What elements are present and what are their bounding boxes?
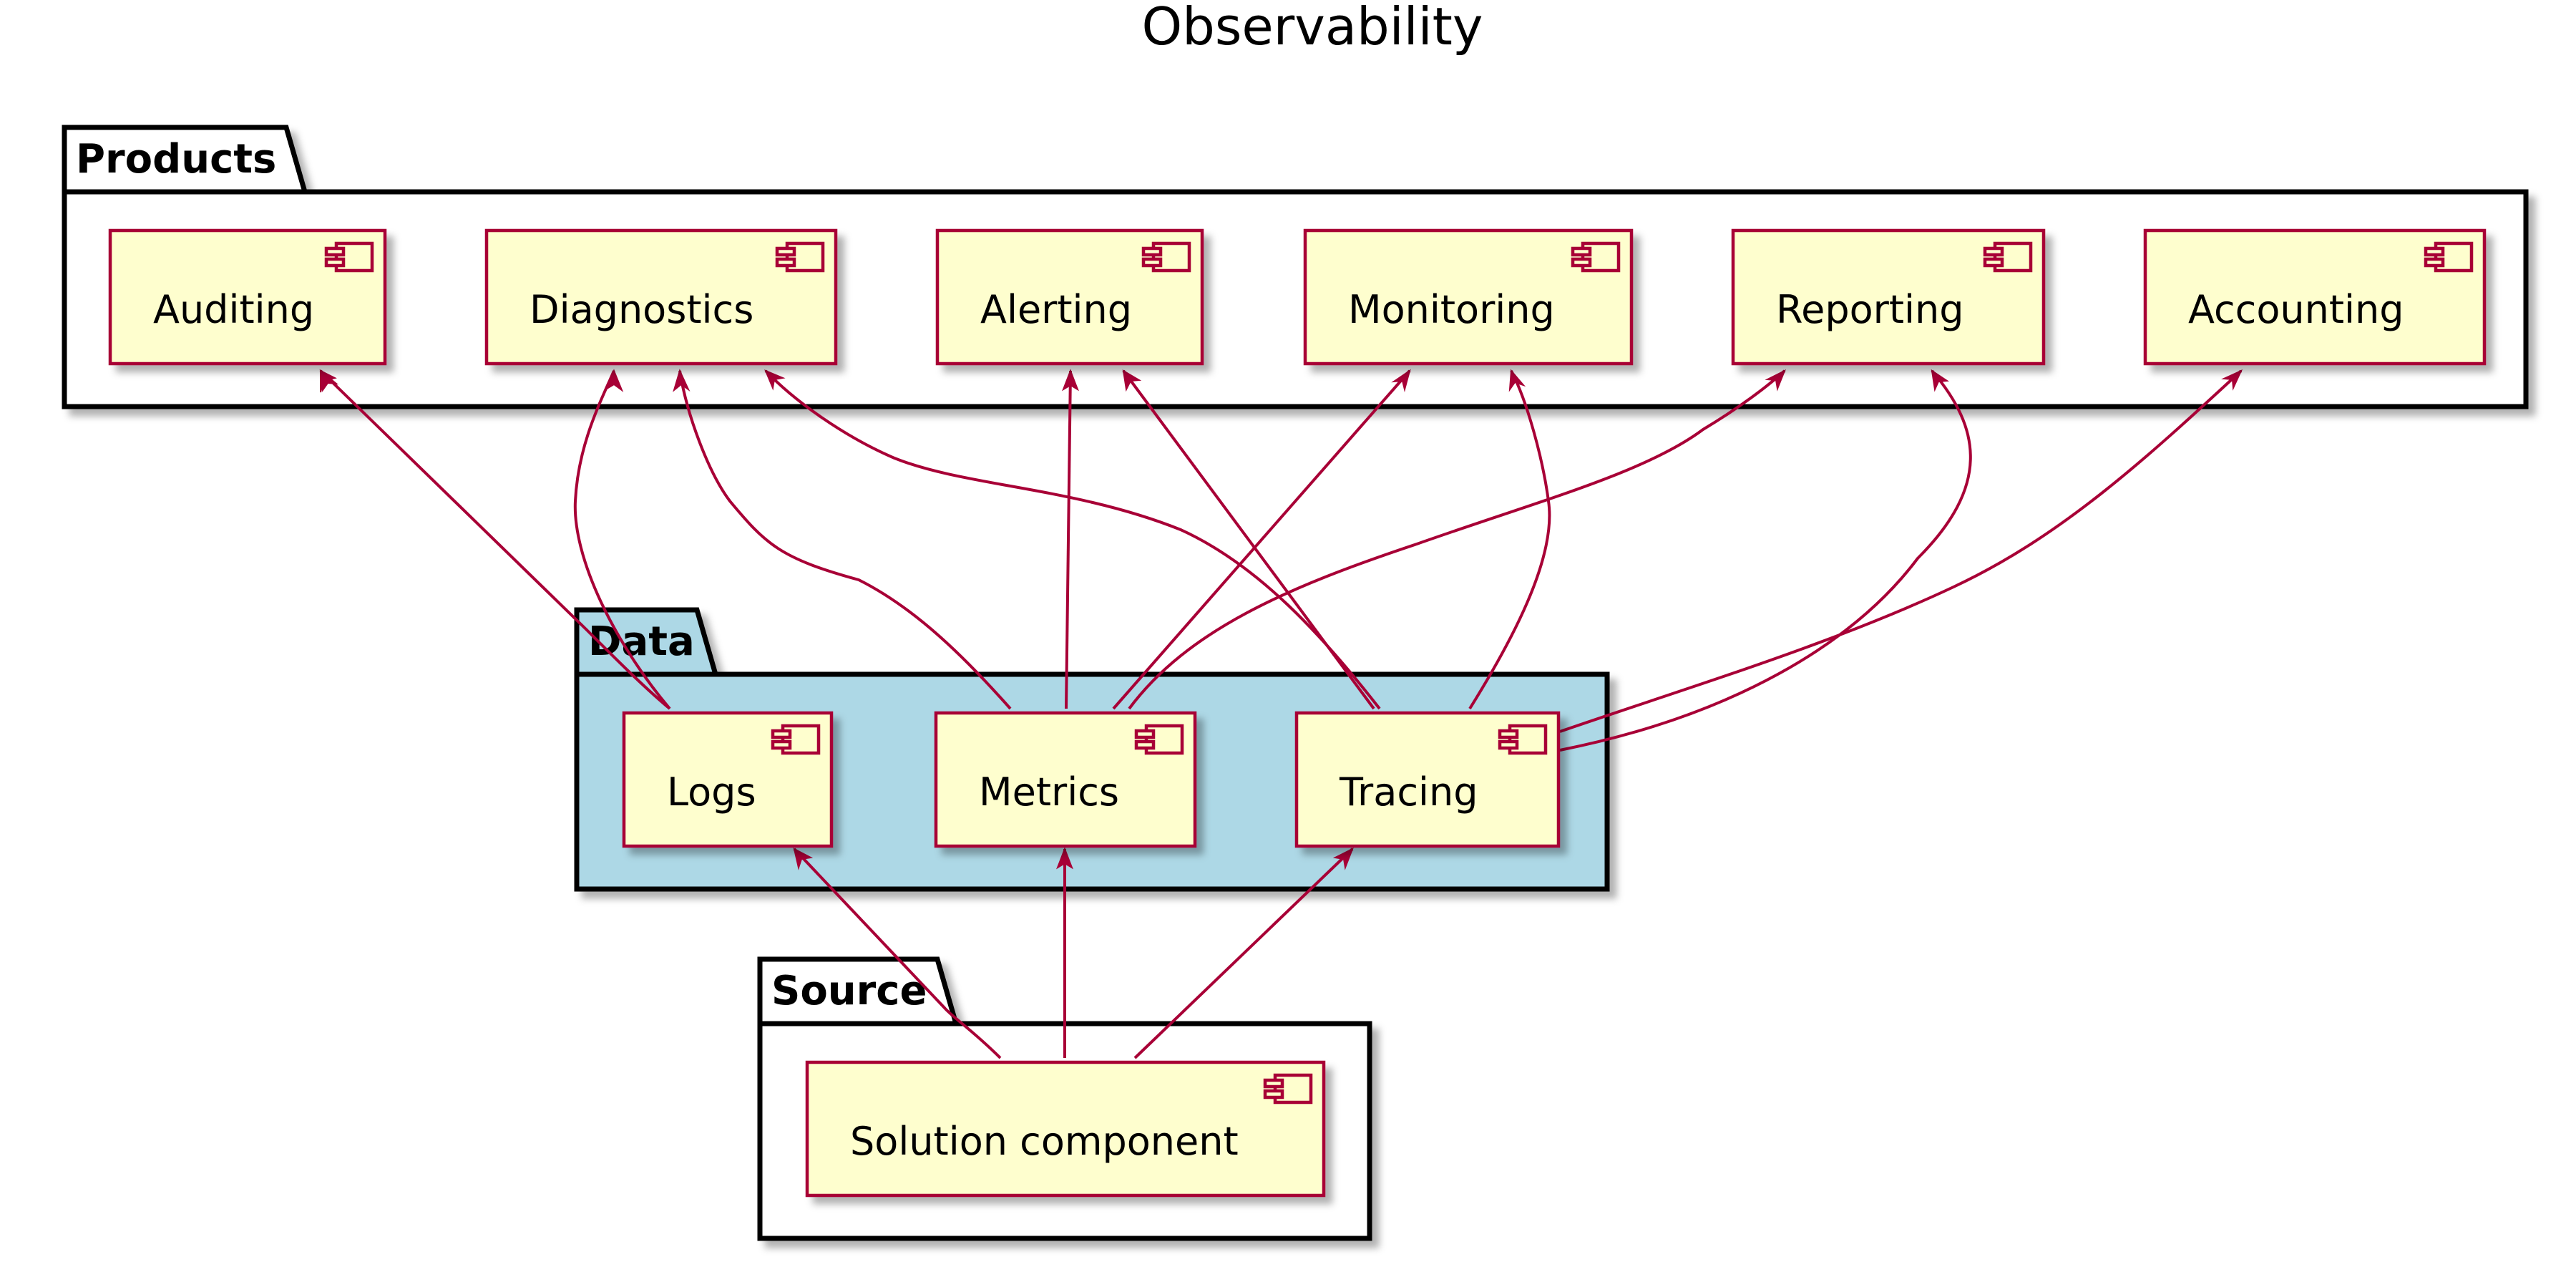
component-reporting: Reporting <box>1731 228 2046 366</box>
arrowhead <box>319 369 339 392</box>
relation-metrics-alerting <box>1065 370 1072 709</box>
diagram-title: Observability <box>1141 0 1483 57</box>
relation-tracing-reporting <box>1559 369 1972 752</box>
package-label-products: Products <box>76 136 276 183</box>
component-solution-component: Solution component <box>805 1060 1326 1198</box>
component-icon <box>1983 241 2033 273</box>
arrowhead <box>1122 369 1142 392</box>
component-icon <box>324 241 374 273</box>
relation-solution-logs <box>793 848 1002 1059</box>
package-frame <box>62 189 2529 409</box>
arrowhead <box>1765 369 1786 392</box>
arrowhead <box>1332 847 1354 870</box>
arrowhead <box>1391 369 1411 392</box>
arrowhead <box>1931 369 1949 392</box>
component-label: Logs <box>667 770 756 815</box>
component-auditing: Auditing <box>108 228 387 366</box>
arrowhead <box>1508 369 1526 392</box>
component-label: Metrics <box>979 770 1119 815</box>
component-accounting: Accounting <box>2143 228 2487 366</box>
component-label: Auditing <box>153 287 314 332</box>
relation-solution-tracing <box>1133 848 1354 1059</box>
relation-metrics-reporting <box>1128 369 1786 710</box>
component-icon <box>1498 724 1548 755</box>
component-metrics: Metrics <box>934 711 1197 848</box>
component-icon <box>1134 724 1184 755</box>
component-label: Monitoring <box>1348 287 1555 332</box>
component-icon <box>771 724 821 755</box>
arrowhead <box>605 369 624 392</box>
arrowhead <box>1056 847 1073 870</box>
component-label: Diagnostics <box>530 287 753 332</box>
component-tracing: Tracing <box>1294 711 1561 848</box>
package-products: Products <box>62 125 2529 409</box>
component-diagnostics: Diagnostics <box>484 228 838 366</box>
relation-logs-diagnostics <box>573 370 671 710</box>
arrowhead <box>673 369 691 392</box>
relation-metrics-monitoring <box>1112 369 1411 710</box>
component-monitoring: Monitoring <box>1303 228 1634 366</box>
relation-metrics-diagnostics <box>678 370 1012 710</box>
component-icon <box>1571 241 1621 273</box>
component-box <box>805 1060 1326 1198</box>
component-alerting: Alerting <box>935 228 1204 366</box>
package-label-source: Source <box>771 968 927 1014</box>
relations <box>319 369 2243 1059</box>
component-icon <box>1141 241 1191 273</box>
component-box <box>1731 228 2046 366</box>
relation-tracing-monitoring <box>1468 370 1551 710</box>
arrowhead <box>764 369 786 391</box>
relation-tracing-alerting <box>1122 369 1375 710</box>
component-label: Solution component <box>850 1119 1239 1164</box>
relation-logs-auditing <box>319 369 671 710</box>
component-icon <box>775 241 825 273</box>
component-label: Accounting <box>2188 287 2404 332</box>
component-icon <box>1263 1073 1313 1105</box>
component-label: Tracing <box>1339 770 1478 815</box>
component-label: Reporting <box>1776 287 1964 332</box>
arrowhead <box>1062 369 1079 392</box>
component-logs: Logs <box>622 711 834 848</box>
component-label: Alerting <box>980 287 1132 332</box>
package-label-data: Data <box>588 618 695 665</box>
relation-tracing-accounting <box>1559 369 2243 733</box>
arrowhead <box>2221 369 2243 391</box>
component-icon <box>2424 241 2474 273</box>
relation-tracing-diagnostics <box>764 369 1381 710</box>
arrowhead <box>793 848 814 870</box>
